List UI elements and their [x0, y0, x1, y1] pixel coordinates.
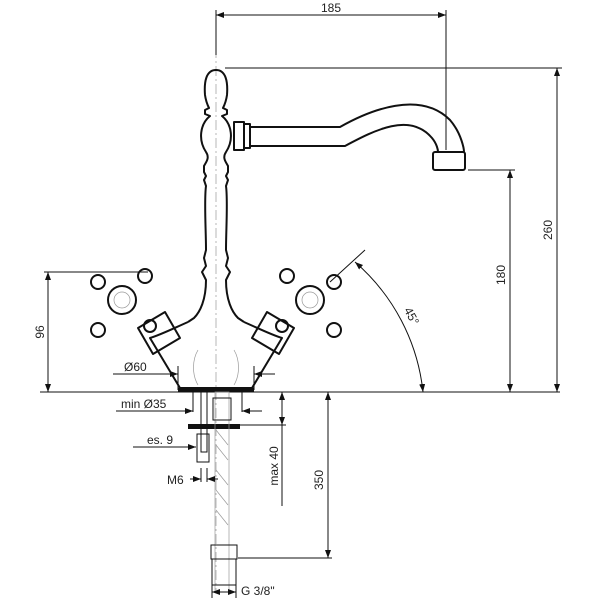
svg-text:min Ø35: min Ø35 — [121, 397, 167, 411]
dimension-thread: M6 — [167, 468, 218, 487]
dimension-base-diameter: Ø60 — [113, 360, 275, 390]
right-handle — [251, 268, 342, 355]
dimension-260: 260 — [225, 67, 562, 392]
svg-text:max 40: max 40 — [267, 446, 281, 486]
dimension-185: 185 — [215, 1, 447, 150]
dimension-hole-diameter: min Ø35 — [116, 397, 262, 414]
aerator — [432, 151, 466, 171]
dimension-180: 180 — [468, 169, 515, 392]
svg-text:M6: M6 — [167, 473, 184, 487]
dimension-45-degrees: 45° — [329, 249, 426, 393]
dimension-hose-connection: G 3/8" — [211, 584, 275, 598]
faucet-body — [149, 69, 466, 392]
svg-text:Ø60: Ø60 — [124, 360, 147, 374]
svg-text:96: 96 — [33, 325, 47, 339]
svg-text:45°: 45° — [401, 305, 422, 328]
svg-text:260: 260 — [541, 220, 555, 240]
svg-text:es. 9: es. 9 — [147, 433, 173, 447]
dimension-thickness: es. 9 — [133, 433, 196, 450]
svg-text:180: 180 — [494, 265, 508, 285]
left-handle — [90, 268, 181, 355]
mounting-parts — [188, 391, 243, 593]
svg-text:185: 185 — [321, 1, 341, 15]
svg-text:350: 350 — [312, 470, 326, 490]
dimension-350: 350 — [238, 392, 332, 559]
svg-text:G 3/8": G 3/8" — [241, 584, 275, 598]
dimension-96: 96 — [33, 271, 148, 392]
dimension-max-40: max 40 — [240, 392, 286, 506]
